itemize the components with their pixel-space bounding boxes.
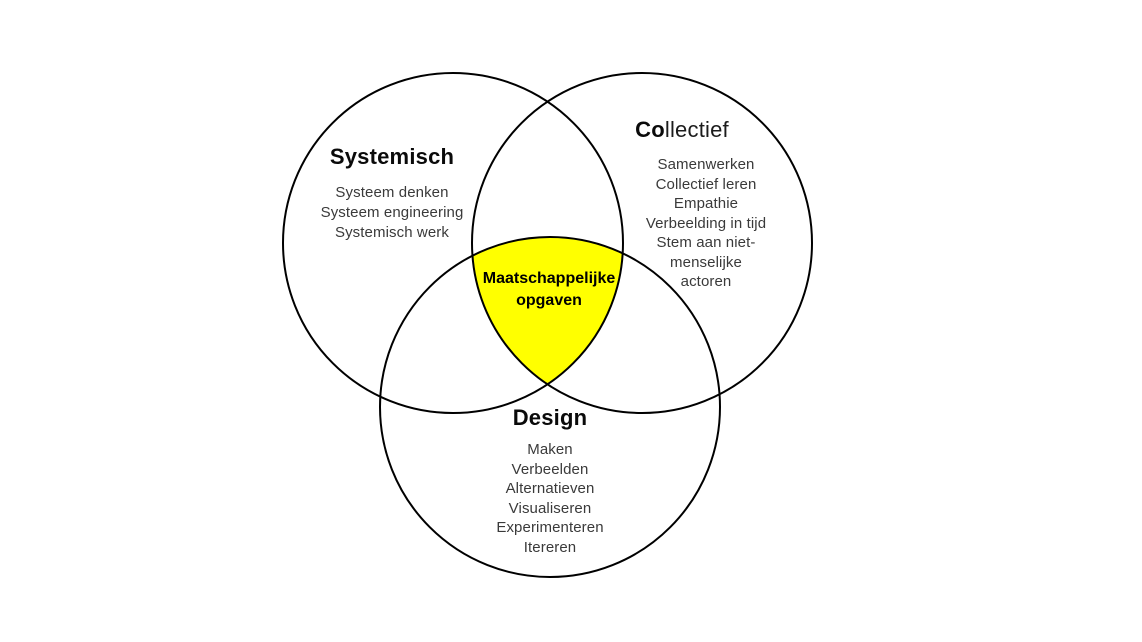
design-title: Design (512, 405, 588, 430)
design-item: Maken (527, 441, 573, 458)
collectief-item: menselijke (670, 253, 742, 271)
collectief-item: Collectief leren (655, 175, 757, 193)
design-item: Verbeelden (511, 460, 589, 478)
circle-design-outline (379, 236, 721, 578)
systemisch-item: Systeem denken (335, 184, 449, 201)
systemisch-title: Systemisch (329, 144, 455, 169)
center-label-line: opgaven (516, 292, 582, 309)
collectief-title-bold: Co (635, 117, 665, 142)
systemisch-item: Systeem engineering (320, 204, 464, 221)
collectief-item: Empathie (673, 195, 739, 212)
design-item: Visualiseren (508, 499, 592, 517)
center-label-line: Maatschappelijke (482, 270, 616, 287)
center-intersection-label: Maatschappelijke opgaven (483, 268, 616, 312)
collectief-item: Samenwerken (657, 156, 755, 173)
collectief-item: Stem aan niet- (656, 234, 756, 251)
collectief-title-rest: llectief (664, 117, 729, 142)
systemisch-item: Systemisch werk (334, 224, 450, 241)
design-item: Itereren (523, 538, 577, 556)
design-items: Maken Verbeelden Alternatieven Visualise… (496, 440, 603, 557)
collectief-item: actoren (680, 273, 732, 290)
circle-systemisch-outline (282, 72, 624, 414)
design-item: Experimenteren (496, 519, 604, 536)
design-item: Alternatieven (505, 480, 595, 497)
collectief-items: Samenwerken Collectief leren Empathie Ve… (646, 155, 766, 292)
collectief-item: Verbeelding in tijd (645, 214, 767, 232)
circle-collectief-outline (471, 72, 813, 414)
systemisch-items: Systeem denken Systeem engineering Syste… (321, 183, 464, 243)
collectief-title: Collectief (635, 117, 729, 143)
